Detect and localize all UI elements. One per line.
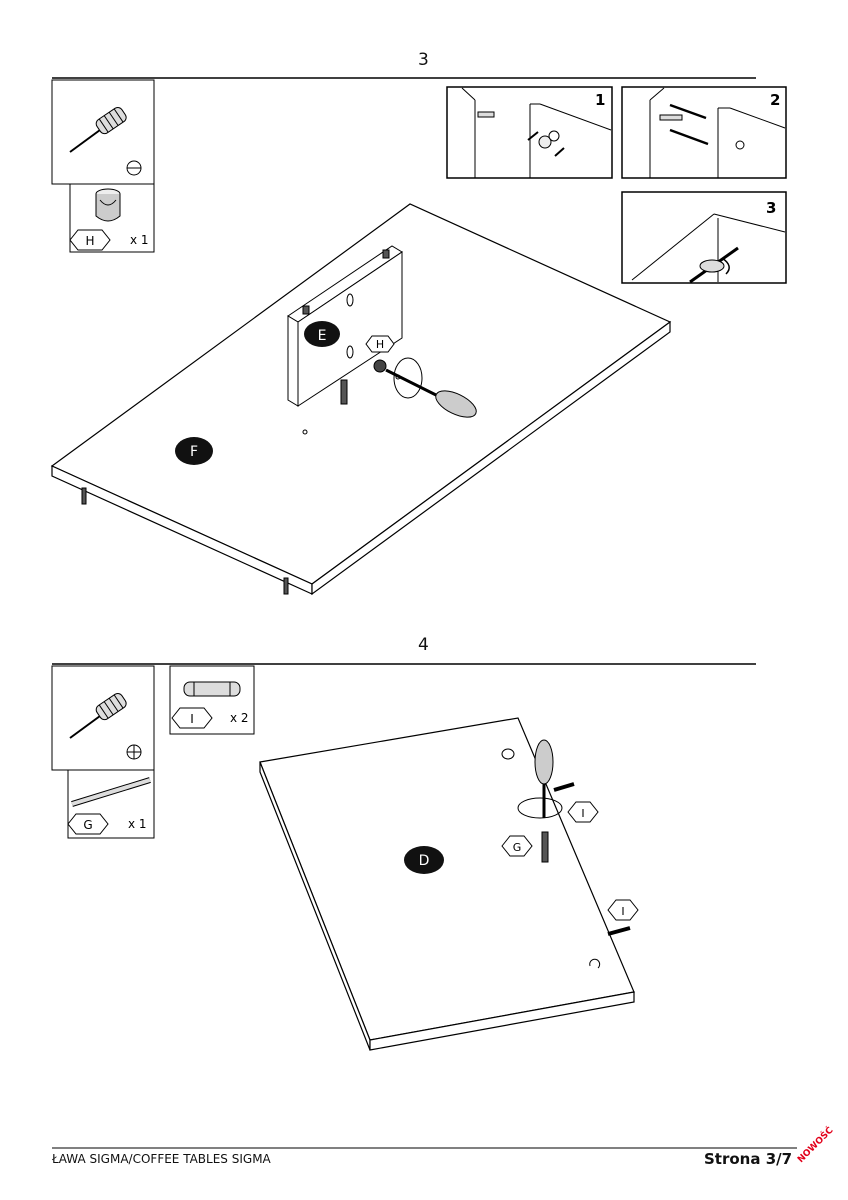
part-g-qty: x 1	[128, 817, 147, 831]
cam-lock-icon	[95, 188, 121, 222]
step-3-number: 3	[418, 50, 429, 70]
label-f: F	[190, 444, 198, 460]
part-i-tag	[171, 707, 213, 729]
part-i-box: I x 2	[169, 665, 255, 735]
label-e: E	[318, 328, 327, 344]
callout-i-2: I	[621, 905, 624, 918]
label-e-badge	[304, 321, 340, 347]
callout-h: H	[376, 338, 384, 351]
footer-title: ŁAWA SIGMA/COFFEE TABLES SIGMA	[52, 1152, 271, 1166]
board-f	[50, 203, 672, 596]
part-g-letter: G	[83, 818, 92, 832]
callout-i-1: I	[581, 807, 584, 820]
detail-panel-3: 3	[621, 191, 787, 284]
detail-panel-2-number: 2	[770, 91, 780, 109]
detail-panel-1: 1	[446, 86, 613, 179]
dowel-icon	[183, 681, 241, 697]
callout-h-tag	[365, 335, 395, 353]
callout-g: G	[513, 841, 522, 854]
part-g-tag	[67, 813, 109, 835]
detail-panel-3-number: 3	[766, 199, 776, 217]
step-4-number: 4	[418, 635, 429, 655]
panel-e	[287, 245, 403, 407]
label-f-badge	[175, 437, 213, 465]
part-h-qty: x 1	[130, 233, 149, 247]
callout-g-tag	[501, 835, 533, 857]
part-g-box: G x 1	[67, 769, 155, 839]
part-i-qty: x 2	[230, 711, 249, 725]
label-d: D	[419, 853, 430, 869]
screwdriver-flat-icon	[51, 79, 155, 185]
part-h-tag	[69, 229, 111, 251]
detail-panel-1-number: 1	[595, 91, 605, 109]
screwdriver-step4	[517, 739, 563, 863]
screwdriver-phillips-icon	[51, 665, 155, 771]
board-d	[259, 717, 635, 1051]
part-h-box: H x 1	[69, 183, 155, 253]
part-i-letter: I	[190, 712, 194, 726]
screwdriver-step3	[373, 357, 477, 418]
part-h-letter: H	[85, 234, 94, 248]
callout-i-1-tag	[567, 801, 599, 823]
detail-panel-2: 2	[621, 86, 787, 179]
label-d-badge	[404, 846, 444, 874]
callout-i-2-tag	[607, 899, 639, 921]
cam-bolt-icon	[71, 777, 151, 807]
footer-page: Strona 3/7	[704, 1150, 793, 1168]
